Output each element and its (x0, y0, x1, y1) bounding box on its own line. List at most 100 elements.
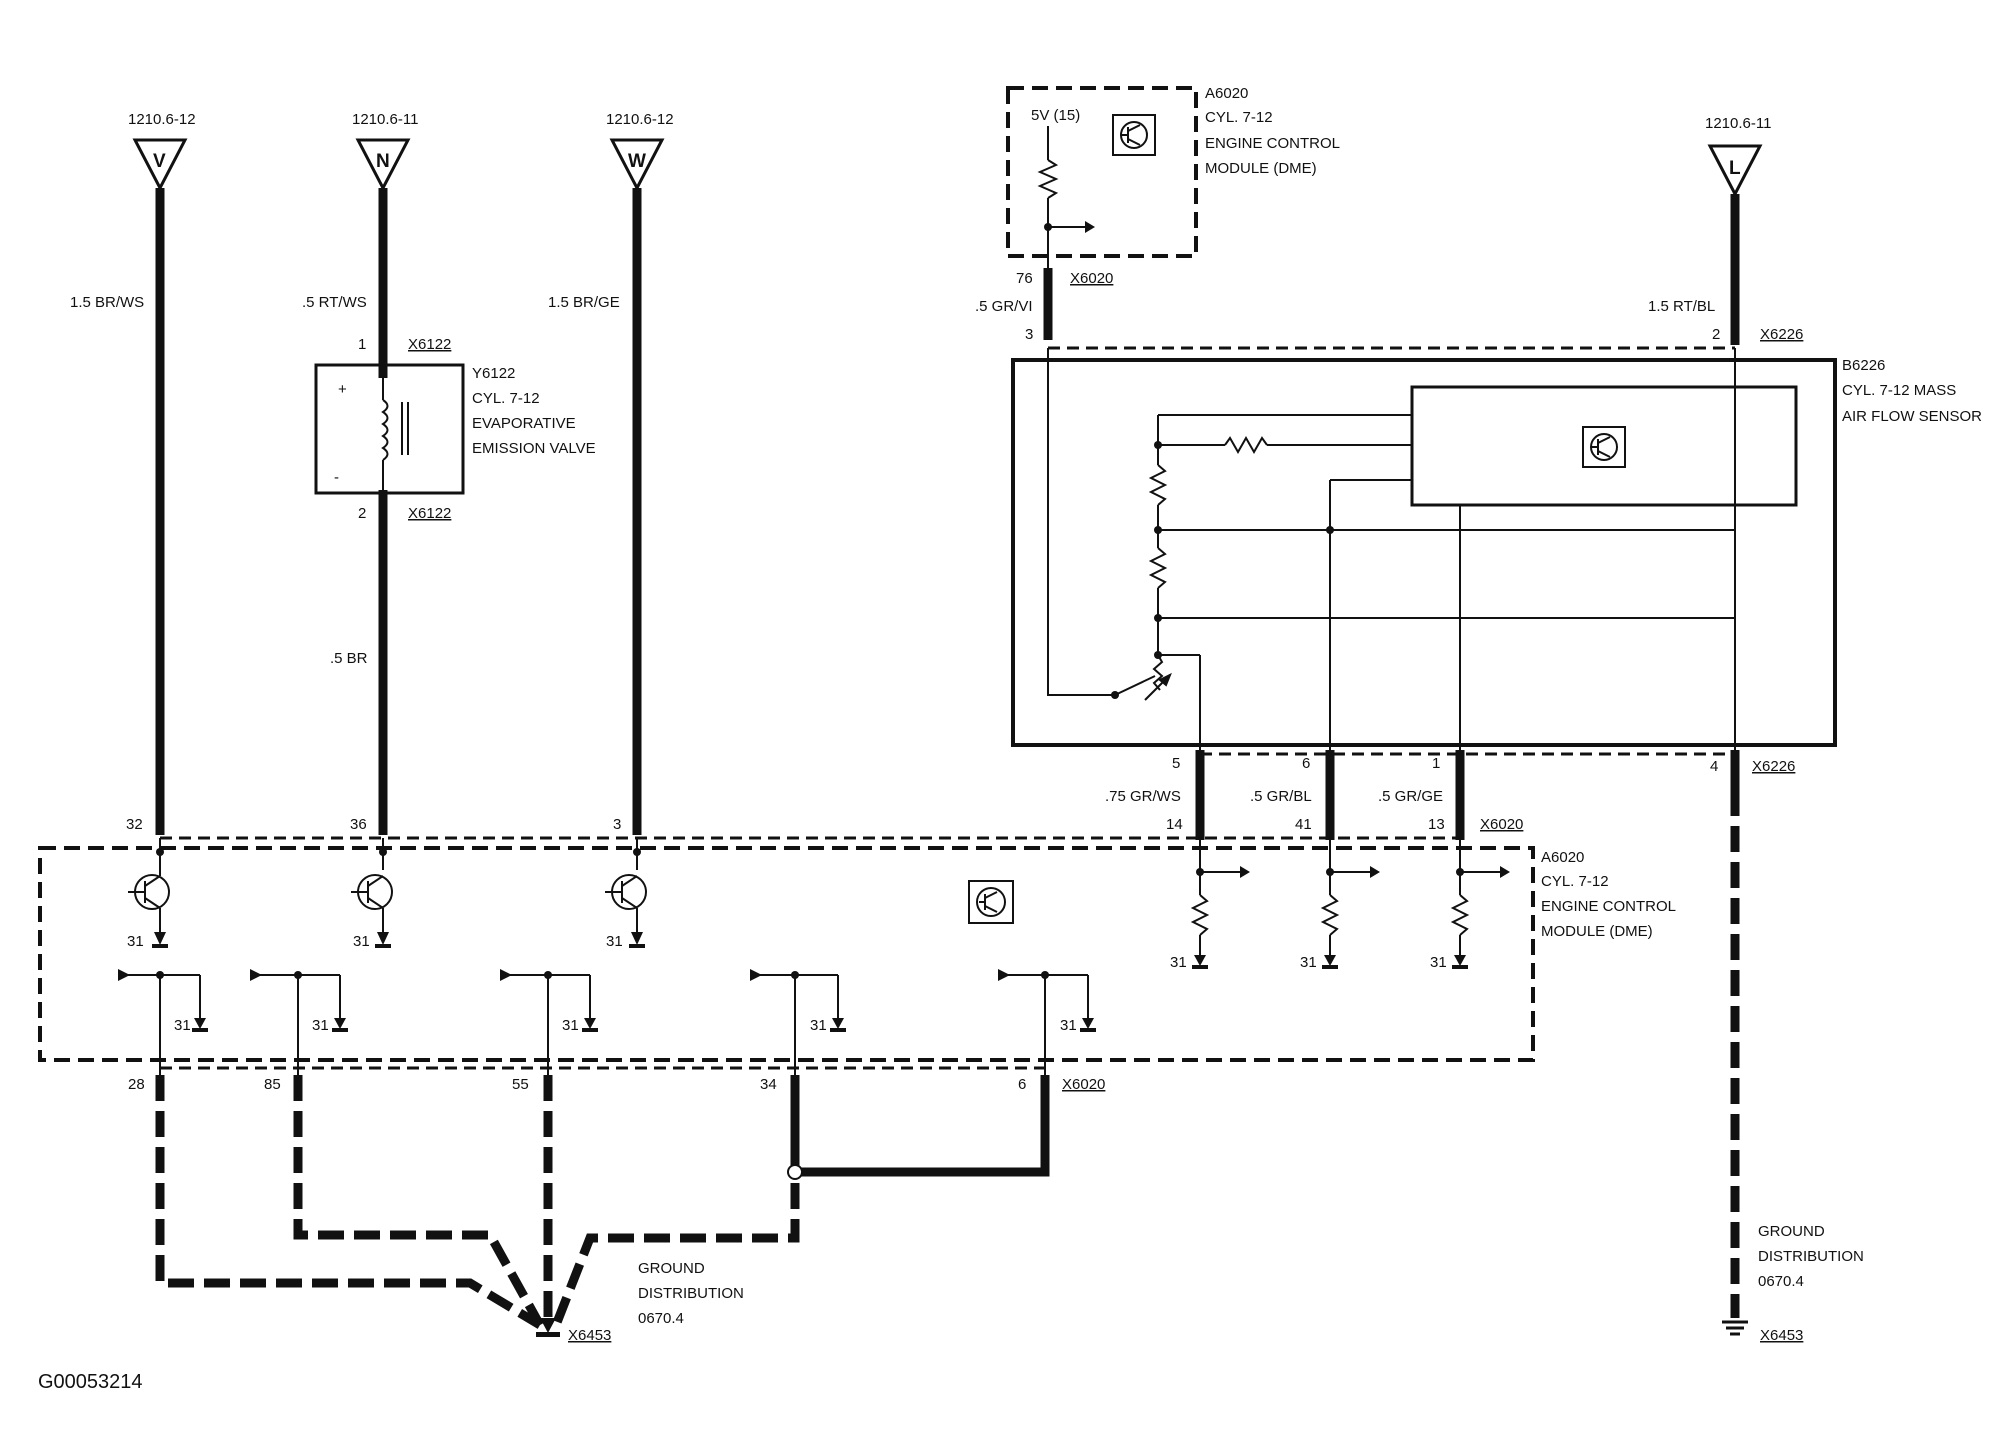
arrow-icon (1370, 866, 1380, 878)
pin-label: 14 (1166, 816, 1183, 833)
transistor-module-icon (1112, 114, 1156, 156)
resistor-icon (1037, 159, 1059, 199)
pin-label: 5 (1172, 755, 1180, 772)
valve-label-line: Y6122 (472, 365, 515, 382)
connector-label: X6020 (1062, 1076, 1105, 1093)
ground-icon (1722, 1320, 1748, 1336)
ground-label: 31 (353, 933, 370, 950)
valve-label-line: EVAPORATIVE (472, 415, 576, 432)
dme-top-label-line: CYL. 7-12 (1205, 109, 1273, 126)
arrow-icon (118, 969, 130, 981)
pin-label: 1 (1432, 755, 1440, 772)
pin-label: 36 (350, 816, 367, 833)
arrow-icon (750, 969, 762, 981)
dme-top-label-line: ENGINE CONTROL (1205, 135, 1340, 152)
maf-label-line: AIR FLOW SENSOR (1842, 408, 1982, 425)
source-ref-l: 1210.6-11 (1705, 115, 1771, 132)
dme-main-label-line: ENGINE CONTROL (1541, 898, 1676, 915)
dme-main-module: 32 36 3 14 41 13 X6020 (38, 816, 1676, 1075)
ground-icon (152, 932, 1468, 1032)
pin-label: 41 (1295, 816, 1312, 833)
arrow-icon (1085, 221, 1095, 233)
pin-label: 28 (128, 1076, 145, 1093)
source-terminal-n: 1210.6-11 N (352, 111, 418, 192)
source-terminal-v: 1210.6-12 V (128, 111, 196, 192)
source-ref-n: 1210.6-11 (352, 111, 418, 128)
ground-icon (536, 1318, 560, 1337)
wires (155, 188, 1740, 1318)
source-letter-l: L (1729, 158, 1741, 179)
connector-label: X6122 (408, 336, 451, 353)
coil-icon (381, 399, 389, 461)
pin-label: 3 (1025, 326, 1033, 343)
dme-top-label-line: A6020 (1205, 85, 1248, 102)
ground-label: 31 (1060, 1017, 1077, 1034)
pin-label: 2 (1712, 326, 1720, 343)
source-letter-w: W (628, 151, 646, 172)
pin-label: 13 (1428, 816, 1445, 833)
ground-dist-label-line: GROUND (638, 1260, 705, 1277)
wire-label-l: 1.5 RT/BL (1648, 298, 1715, 315)
pin-label: 2 (358, 505, 366, 522)
source-terminal-l: 1210.6-11 L (1705, 115, 1771, 198)
arrow-icon (1500, 866, 1510, 878)
wire-label-v: 1.5 BR/WS (70, 294, 144, 311)
wire-label-n: .5 RT/WS (302, 294, 367, 311)
dme-main-label-line: CYL. 7-12 (1541, 873, 1609, 890)
ground-dist-label-line: GROUND (1758, 1223, 1825, 1240)
ground-dist-label-line: 0670.4 (1758, 1273, 1804, 1290)
pin-label: 6 (1018, 1076, 1026, 1093)
pin-label: 3 (613, 816, 621, 833)
dme-main-label-line: A6020 (1541, 849, 1584, 866)
ground-label: 31 (606, 933, 623, 950)
ground-label: 31 (1170, 954, 1187, 971)
pin-label: 6 (1302, 755, 1310, 772)
wire-label-p1: .5 GR/GE (1378, 788, 1443, 805)
transistor-module-icon (1582, 426, 1626, 468)
pin-label: 76 (1016, 270, 1033, 287)
figure-id: G00053214 (38, 1371, 143, 1393)
voltage-label: 5V (15) (1031, 107, 1080, 124)
wire-label-p5: .75 GR/WS (1105, 788, 1181, 805)
arrow-icon (500, 969, 512, 981)
connector-label: X6226 (1752, 758, 1795, 775)
valve-label-line: EMISSION VALVE (472, 440, 596, 457)
ground-label: 31 (562, 1017, 579, 1034)
ground-label: 31 (312, 1017, 329, 1034)
ground-wiring (155, 1075, 1050, 1329)
transistor-module-icon (968, 880, 1014, 924)
arrow-icon (998, 969, 1010, 981)
valve-minus-sign: - (334, 469, 339, 486)
ground-dist-label-line: 0670.4 (638, 1310, 684, 1327)
source-letter-v: V (153, 151, 166, 172)
ground-label: 31 (174, 1017, 191, 1034)
ground-label: 31 (810, 1017, 827, 1034)
source-terminal-w: 1210.6-12 W (606, 111, 674, 192)
connector-label: X6453 (1760, 1327, 1803, 1344)
arrow-icon (1240, 866, 1250, 878)
mass-air-flow-sensor: 3 2 X6226 (1011, 326, 1982, 775)
source-ref-w: 1210.6-12 (606, 111, 674, 128)
ground-label: 31 (127, 933, 144, 950)
valve-plus-sign: + (338, 381, 347, 398)
ground-label: 31 (1300, 954, 1317, 971)
ground-dist-label-line: DISTRIBUTION (638, 1285, 744, 1302)
connector-label: X6226 (1760, 326, 1803, 343)
evaporative-emission-valve: 1 X6122 + - Y6122 CYL. 7-12 EVAPORATIVE … (314, 336, 596, 522)
wire-label-p6: .5 GR/BL (1250, 788, 1312, 805)
arrow-icon (250, 969, 262, 981)
dme-top-label-line: MODULE (DME) (1205, 160, 1317, 177)
valve-label-line: CYL. 7-12 (472, 390, 540, 407)
wire-label-n-lower: .5 BR (330, 650, 368, 667)
pin-label: 85 (264, 1076, 281, 1093)
source-ref-v: 1210.6-12 (128, 111, 196, 128)
wire-label-w: 1.5 BR/GE (548, 294, 620, 311)
source-letter-n: N (376, 151, 390, 172)
dme-main-label-line: MODULE (DME) (1541, 923, 1653, 940)
wire-label-dme-top: .5 GR/VI (975, 298, 1033, 315)
pin-label: 4 (1710, 758, 1718, 775)
connector-label: X6453 (568, 1327, 611, 1344)
maf-label-line: B6226 (1842, 357, 1885, 374)
pin-label: 32 (126, 816, 143, 833)
